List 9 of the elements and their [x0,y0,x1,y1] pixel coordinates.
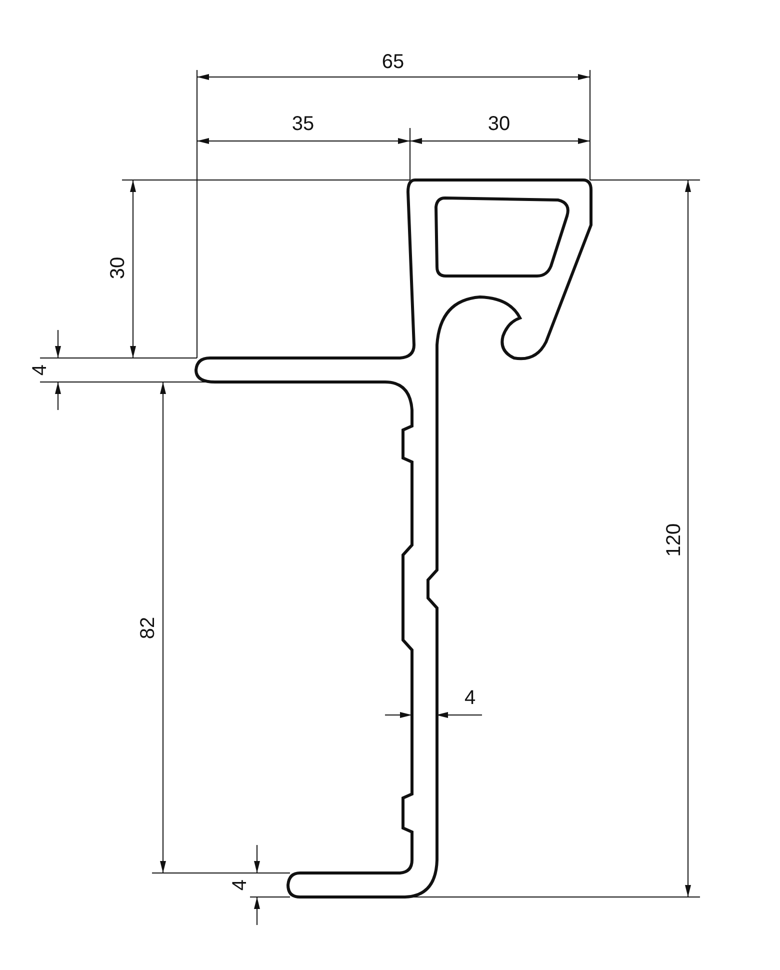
dimension-label: 30 [108,256,128,280]
dimension-label: 4 [30,364,50,376]
dimension-label: 4 [230,879,250,891]
dimension-label: 65 [382,52,404,72]
dimension-label: 35 [292,114,314,134]
dimension-label: 30 [488,114,510,134]
dimension-label: 4 [464,688,476,708]
dimension-label: 120 [664,523,684,557]
dimension-label: 82 [138,616,158,640]
